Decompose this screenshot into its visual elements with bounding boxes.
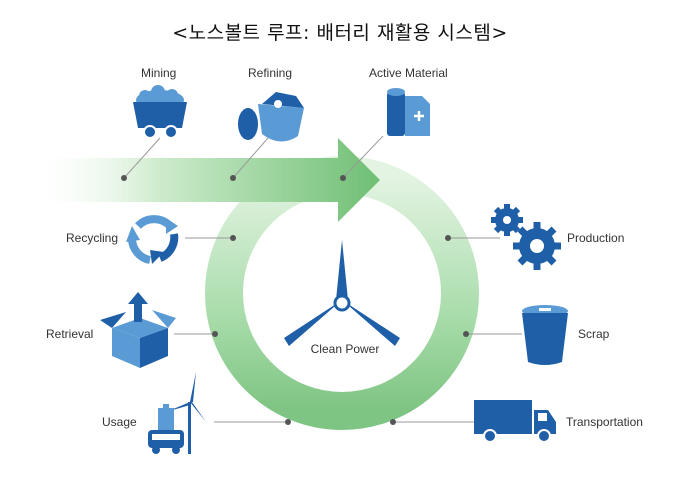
input-arrow <box>40 138 380 222</box>
label-scrap: Scrap <box>578 327 610 341</box>
dot-refining <box>230 175 236 181</box>
recycle-arrows-icon <box>126 215 179 264</box>
label-refining: Refining <box>248 66 293 80</box>
dot-retrieval <box>212 331 218 337</box>
label-retrieval: Retrieval <box>46 327 94 341</box>
dot-active-material <box>340 175 346 181</box>
label-usage: Usage <box>102 415 137 429</box>
clean-power-turbine-icon <box>284 240 400 346</box>
connector-dots <box>121 175 469 425</box>
truck-icon <box>474 400 556 443</box>
dot-recycling <box>230 235 236 241</box>
dot-transportation <box>390 419 396 425</box>
label-transportation: Transportation <box>566 415 643 429</box>
dot-production <box>445 235 451 241</box>
label-mining: Mining <box>141 66 177 80</box>
label-production: Production <box>567 231 625 245</box>
diagram-title: <노스볼트 루프: 배터리 재활용 시스템> <box>172 22 508 44</box>
label-active-material: Active Material <box>369 66 448 80</box>
refining-crucible-icon <box>238 92 304 142</box>
scrap-bin-icon <box>522 305 568 365</box>
dot-scrap <box>463 331 469 337</box>
label-recycling: Recycling <box>66 231 119 245</box>
wind-turbine-battery-icon <box>148 372 206 454</box>
leader-lines <box>123 135 522 423</box>
gears-icon <box>491 204 561 270</box>
battery-cell-icon <box>387 88 430 136</box>
dot-usage <box>285 419 291 425</box>
center-label: Clean Power <box>310 342 380 356</box>
mine-cart-icon <box>133 85 187 139</box>
dot-mining <box>121 175 127 181</box>
open-box-icon <box>100 292 176 368</box>
